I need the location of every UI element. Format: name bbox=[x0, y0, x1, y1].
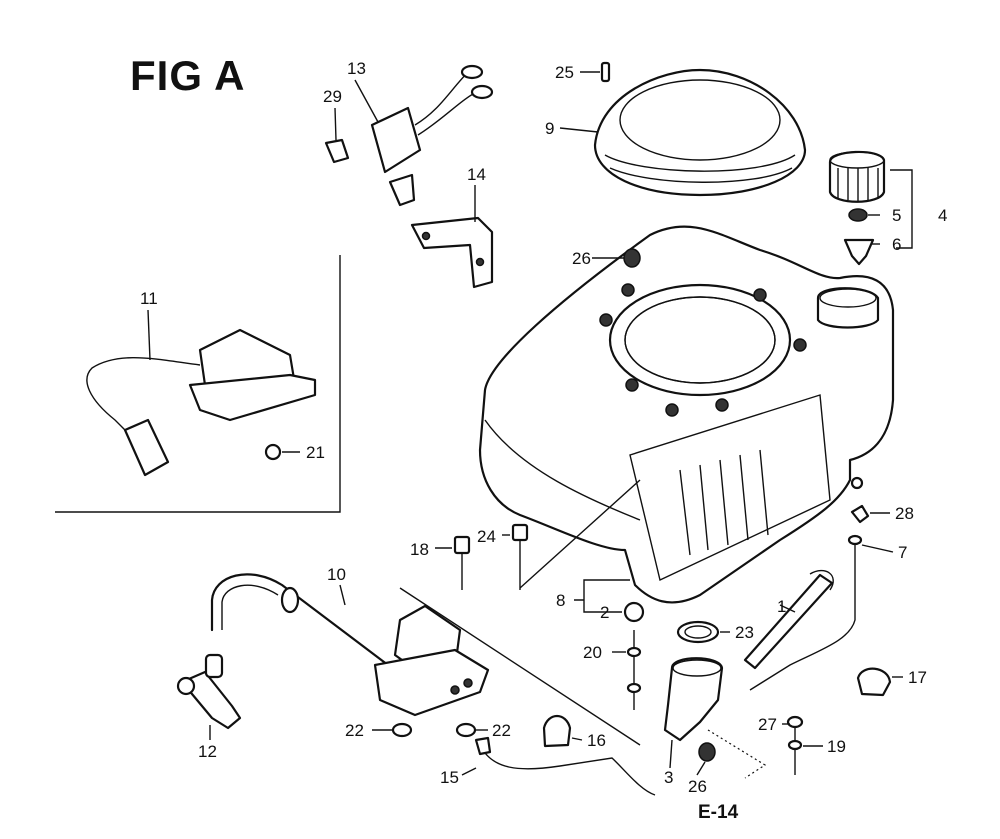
callout-20: 20 bbox=[583, 643, 602, 662]
callout-10: 10 bbox=[327, 565, 346, 584]
callout-1: 1 bbox=[777, 597, 786, 616]
callout-14: 14 bbox=[467, 165, 486, 184]
part-23-o-ring[interactable] bbox=[676, 620, 720, 644]
part-12-spark-plug-cap[interactable] bbox=[176, 653, 242, 730]
callout-29: 29 bbox=[323, 87, 342, 106]
callout-22a: 22 bbox=[345, 721, 364, 740]
part-19-bolt[interactable] bbox=[787, 728, 803, 775]
part-25-bolt[interactable] bbox=[600, 61, 611, 83]
part-4-fuel-cap[interactable] bbox=[828, 150, 886, 203]
callout-3: 3 bbox=[664, 768, 673, 787]
coil-bracket-box bbox=[399, 587, 641, 746]
part-8-fan-cover[interactable] bbox=[478, 225, 895, 604]
part-9-starter-cover[interactable] bbox=[593, 68, 807, 197]
part-27-washer[interactable] bbox=[786, 715, 804, 729]
part-24-bolt[interactable] bbox=[511, 523, 529, 590]
part-28-nut-b[interactable] bbox=[850, 476, 864, 490]
callout-27: 27 bbox=[758, 715, 777, 734]
figure-title: FIG A bbox=[130, 52, 246, 99]
part-2-grommet[interactable] bbox=[623, 601, 645, 623]
callout-23: 23 bbox=[735, 623, 754, 642]
callout-6: 6 bbox=[892, 235, 901, 254]
part-28-nut-a[interactable] bbox=[850, 504, 870, 524]
callout-8: 8 bbox=[556, 591, 565, 610]
part-ignition-coil-lower[interactable] bbox=[373, 604, 490, 717]
callout-11: 11 bbox=[140, 289, 158, 308]
part-29-bolt[interactable] bbox=[324, 138, 350, 164]
part-18-bolt[interactable] bbox=[453, 535, 471, 590]
callout-24: 24 bbox=[477, 527, 496, 546]
callout-2: 2 bbox=[600, 603, 609, 622]
callout-12: 12 bbox=[198, 742, 217, 761]
part-3-fuel-strainer[interactable] bbox=[663, 657, 724, 742]
part-7-fuel-pipe[interactable] bbox=[749, 534, 863, 691]
callout-18: 18 bbox=[410, 540, 429, 559]
callout-26a: 26 bbox=[572, 249, 591, 268]
callout-17: 17 bbox=[908, 668, 927, 687]
part-6-cap-insert[interactable] bbox=[843, 238, 875, 266]
callout-4: 4 bbox=[938, 206, 947, 225]
callout-25: 25 bbox=[555, 63, 574, 82]
callout-28a: 28 bbox=[895, 504, 914, 523]
callout-22b: 22 bbox=[492, 721, 511, 740]
part-13-ignition-unit[interactable] bbox=[370, 64, 494, 207]
callout-21: 21 bbox=[306, 443, 325, 462]
part-26-nut-a[interactable] bbox=[623, 248, 641, 268]
inset-frame bbox=[55, 255, 341, 513]
part-22-nut-b[interactable] bbox=[455, 722, 477, 738]
part-11-ignition-coil[interactable] bbox=[86, 328, 317, 477]
callout-15: 15 bbox=[440, 768, 459, 787]
part-17-clip[interactable] bbox=[856, 667, 892, 697]
part-10-ignition-lead[interactable] bbox=[210, 573, 394, 670]
part-15-stop-wire[interactable] bbox=[474, 736, 656, 796]
part-16-clamp[interactable] bbox=[542, 714, 572, 748]
callout-16: 16 bbox=[587, 731, 606, 750]
part-26-nut-b[interactable] bbox=[698, 742, 716, 762]
part-14-bracket[interactable] bbox=[410, 216, 494, 289]
part-5-washer[interactable] bbox=[848, 208, 868, 222]
callout-13: 13 bbox=[347, 59, 366, 78]
reference-label: E-14 bbox=[698, 802, 739, 823]
leader-lines bbox=[147, 71, 913, 779]
part-22-nut-a[interactable] bbox=[391, 722, 413, 738]
part-21-nut[interactable] bbox=[264, 443, 282, 461]
callout-labels: 13 29 14 25 9 26 5 4 6 11 21 28 7 10 18 … bbox=[140, 59, 947, 823]
callout-26b: 26 bbox=[688, 777, 707, 796]
part-1-fuel-tube[interactable] bbox=[743, 569, 834, 670]
callout-9: 9 bbox=[545, 119, 554, 138]
callout-5: 5 bbox=[892, 206, 901, 225]
callout-7: 7 bbox=[898, 543, 907, 562]
part-20-stud[interactable] bbox=[626, 630, 642, 710]
callout-19: 19 bbox=[827, 737, 846, 756]
